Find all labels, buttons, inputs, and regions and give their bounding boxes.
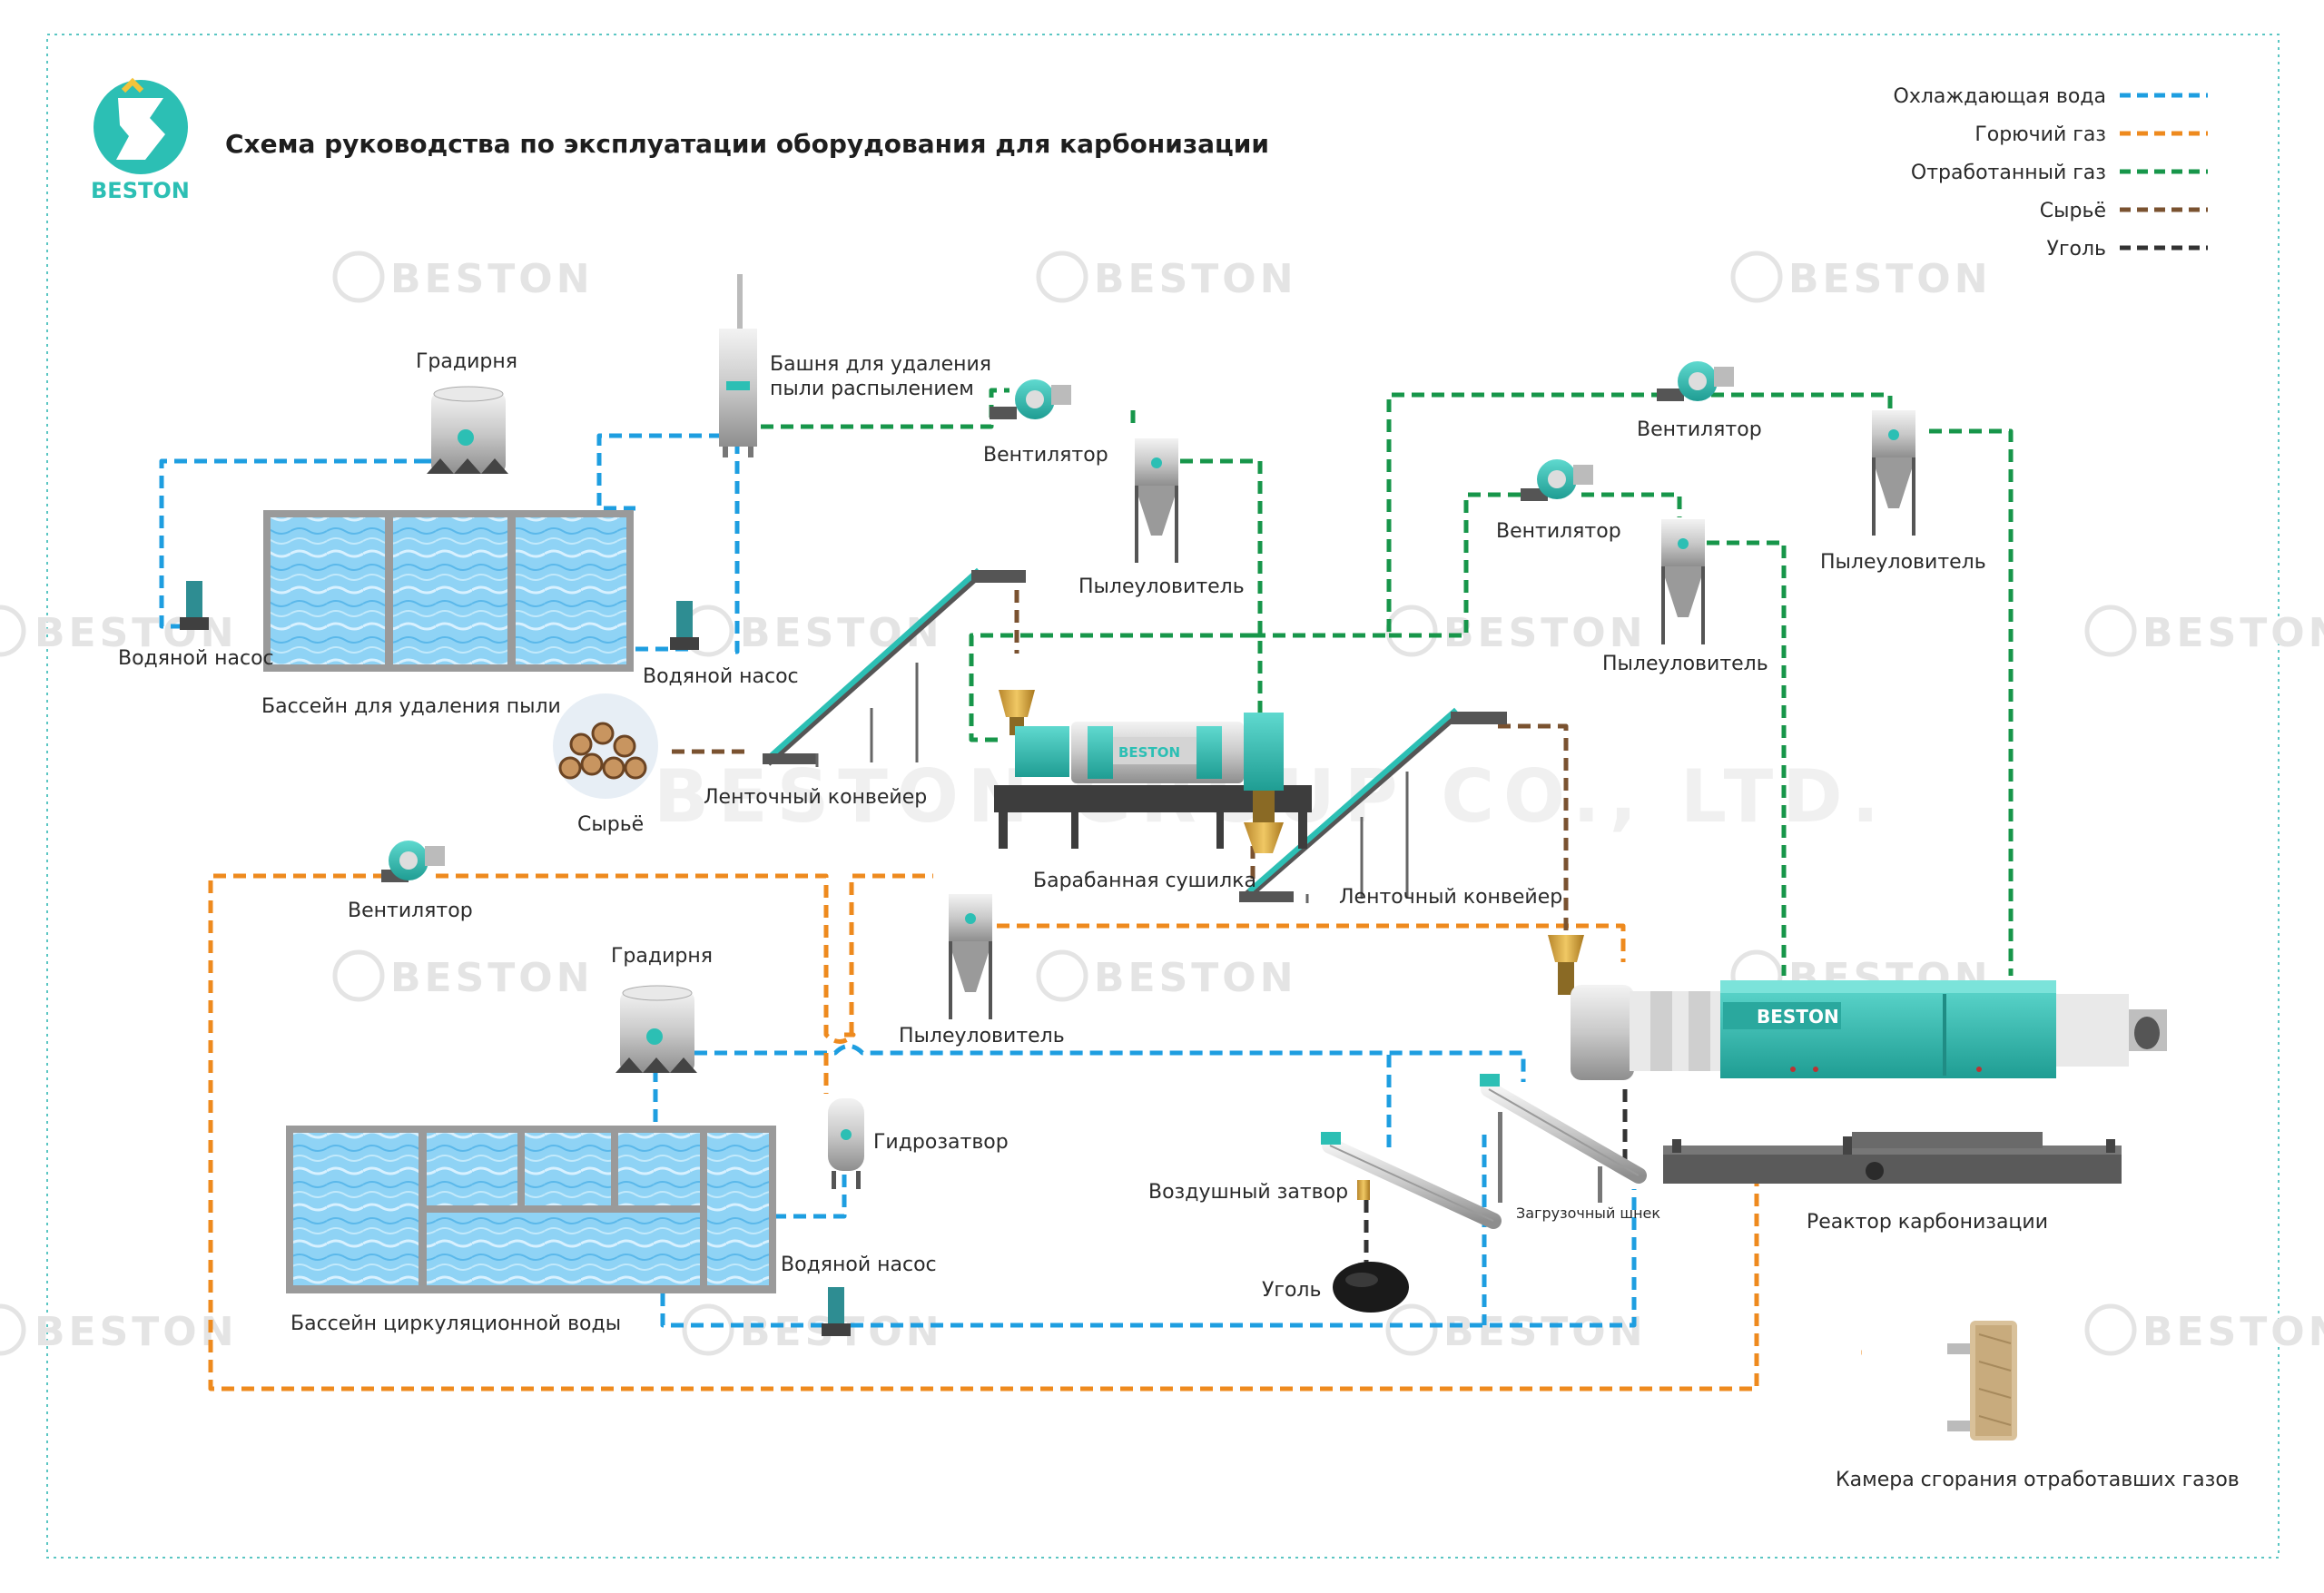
label-belt-conveyor-2: Ленточный конвейер: [1339, 886, 1562, 909]
legend-item: Отработанный газ: [1911, 162, 2208, 184]
legend-label: Охлаждающая вода: [1894, 85, 2106, 108]
label-water-pump-2: Водяной насос: [643, 665, 799, 688]
labels: Градирня Башня для удаления пыли распыле…: [118, 350, 2240, 1491]
belt-conveyor-2: [1239, 707, 1507, 903]
svg-text:BESTON: BESTON: [1118, 744, 1180, 761]
label-water-pump-3: Водяной насос: [781, 1254, 937, 1276]
circulation-water-pool: [286, 1126, 776, 1293]
coal-pile: [1333, 1262, 1409, 1313]
label-fan-2: Вентилятор: [1637, 418, 1762, 441]
svg-text:BESTON: BESTON: [1443, 1309, 1647, 1355]
svg-text:BESTON: BESTON: [1094, 955, 1297, 1001]
feeding-screw: [1480, 1074, 1647, 1203]
label-feeding-screw: Загрузочный шнек: [1516, 1205, 1660, 1222]
dust-collector-1: [1135, 438, 1178, 563]
label-dust-collector-4: Пылеуловитель: [899, 1025, 1065, 1047]
label-fan-4: Вентилятор: [348, 900, 473, 922]
drum-dryer: BESTON: [994, 690, 1312, 853]
fan-2: [1657, 361, 1734, 401]
water-pump-2: [670, 601, 699, 650]
water-pump-1: [180, 581, 209, 630]
label-water-seal: Гидрозатвор: [873, 1131, 1009, 1154]
legend-label: Сырьё: [2040, 200, 2106, 222]
dust-collector-3: [1661, 519, 1705, 644]
label-reactor: Реактор карбонизации: [1807, 1211, 2048, 1234]
pipes: [159, 388, 2014, 1428]
legend-item: Уголь: [2047, 238, 2208, 261]
dust-removal-pool: [263, 510, 634, 672]
label-belt-conveyor-1: Ленточный конвейер: [704, 786, 927, 809]
label-drum-dryer: Барабанная сушилка: [1033, 870, 1256, 892]
label-cooling-tower-1: Градирня: [416, 350, 517, 373]
label-dust-collector-1: Пылеуловитель: [1078, 575, 1245, 598]
label-coal: Уголь: [1262, 1279, 1321, 1302]
legend-item: Горючий газ: [1974, 123, 2208, 146]
label-combustion-chamber: Камера сгорания отработавших газов: [1836, 1469, 2240, 1491]
dust-collector-2: [1872, 410, 1915, 536]
label-circulation-pool: Бассейн циркуляционной воды: [290, 1313, 621, 1335]
fan-4: [381, 841, 445, 882]
spray-dust-tower: [719, 274, 757, 457]
fan-3: [1521, 459, 1593, 501]
water-pump-3: [822, 1287, 851, 1336]
legend-label: Горючий газ: [1974, 123, 2106, 146]
legend-item: Охлаждающая вода: [1894, 85, 2208, 108]
label-raw-material: Сырьё: [577, 813, 644, 836]
label-fan-1: Вентилятор: [983, 444, 1108, 467]
svg-text:BESTON: BESTON: [1788, 256, 1992, 302]
cooling-tower-2: [615, 985, 697, 1073]
label-cooling-tower-2: Градирня: [611, 945, 713, 968]
fan-1: [990, 379, 1071, 419]
svg-text:BESTON: BESTON: [1443, 610, 1647, 656]
label-spray-tower-line-2: пыли распылением: [770, 378, 974, 400]
svg-text:BESTON: BESTON: [34, 1309, 238, 1355]
raw-material-wood: [553, 693, 658, 799]
carbonization-reactor: BESTON: [1548, 935, 2167, 1184]
combustion-chamber: [1947, 1321, 2017, 1441]
cooling-tower-1: [427, 386, 508, 474]
svg-text:BESTON: BESTON: [1757, 1006, 1839, 1028]
legend-item: Сырьё: [2040, 200, 2208, 222]
svg-text:BESTON: BESTON: [1094, 256, 1297, 302]
label-dust-collector-2: Пылеуловитель: [1820, 551, 1986, 574]
label-water-pump-1: Водяной насос: [118, 647, 274, 670]
svg-text:BESTON: BESTON: [2142, 1309, 2324, 1355]
discharge-screw: [1321, 1132, 1502, 1229]
label-dust-collector-3: Пылеуловитель: [1602, 653, 1768, 675]
label-fan-3: Вентилятор: [1496, 520, 1621, 543]
legend-label: Уголь: [2047, 238, 2106, 261]
border-frame: [46, 34, 2280, 1559]
label-spray-tower-line-1: Башня для удаления: [770, 353, 991, 376]
beston-logo: BESTON: [91, 77, 190, 203]
dust-collector-4: [949, 894, 992, 1019]
svg-text:BESTON: BESTON: [390, 955, 594, 1001]
label-air-lock: Воздушный затвор: [1148, 1181, 1348, 1204]
water-seal: [828, 1098, 864, 1189]
label-dust-pool: Бассейн для удаления пыли: [261, 695, 561, 718]
belt-conveyor-1: [763, 567, 1026, 767]
legend-label: Отработанный газ: [1911, 162, 2106, 184]
svg-text:BESTON: BESTON: [390, 256, 594, 302]
page-title: Схема руководства по эксплуатации оборуд…: [225, 129, 1269, 159]
svg-text:BESTON: BESTON: [91, 178, 190, 203]
svg-text:BESTON: BESTON: [2142, 610, 2324, 656]
